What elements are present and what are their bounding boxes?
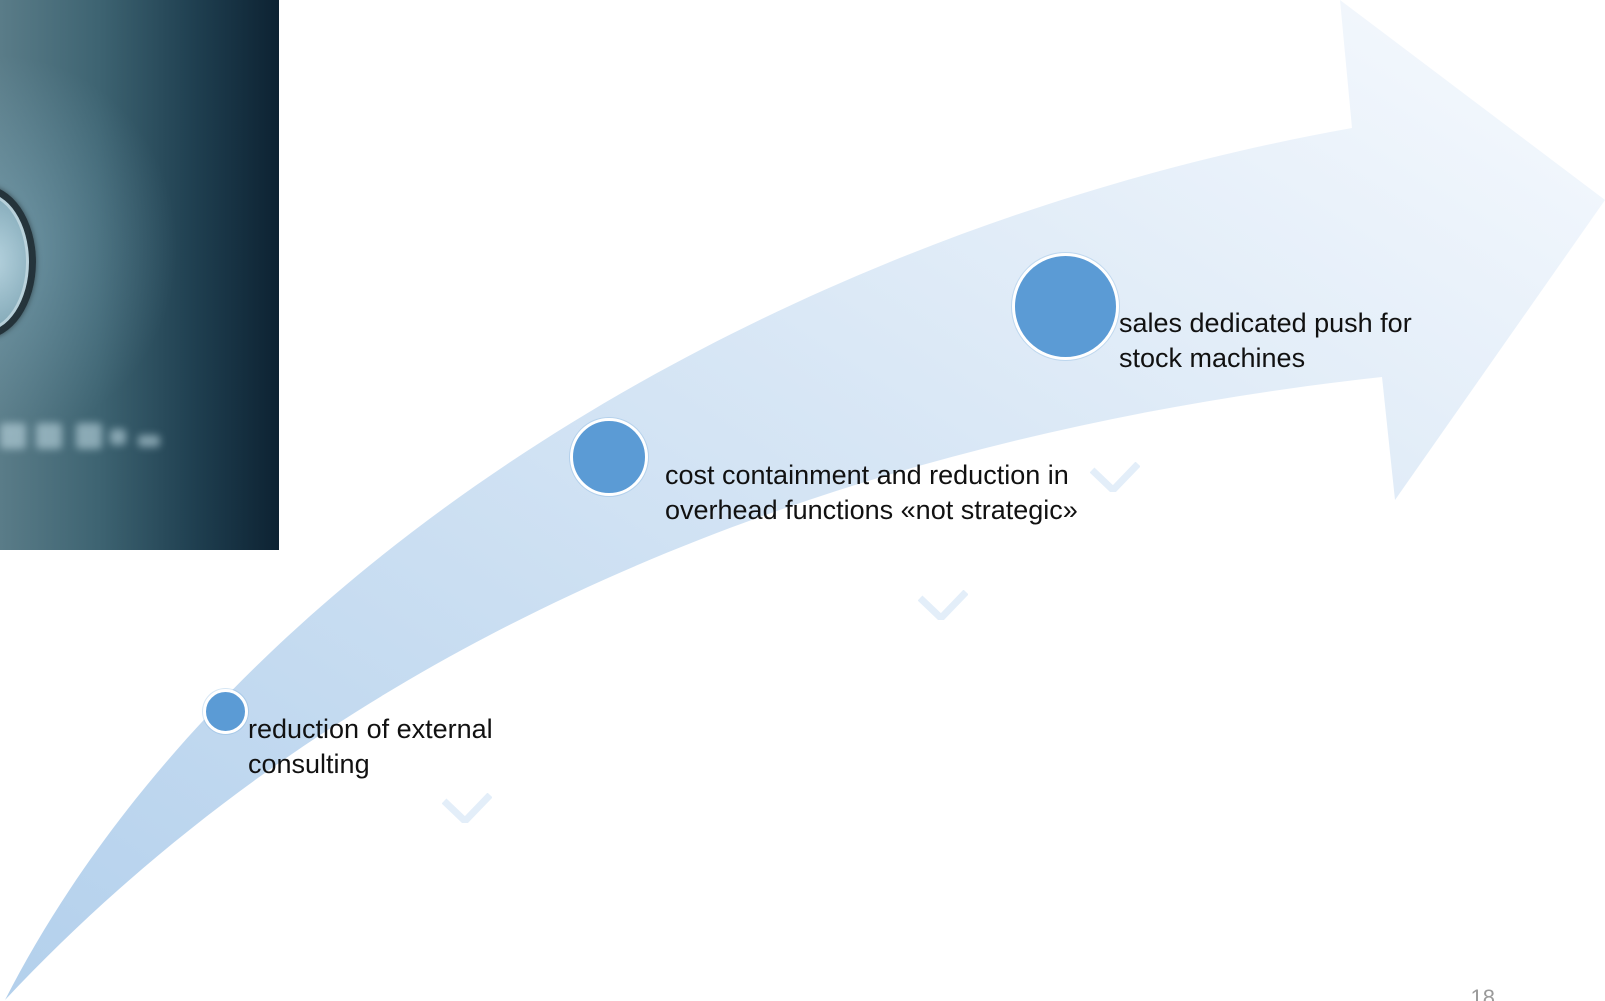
step-label-2: cost containment and reduction in overhe… [665, 460, 1078, 525]
step-node-1 [203, 689, 248, 734]
check-icon [1090, 462, 1140, 492]
check-icon [442, 793, 492, 823]
step-node-3 [1012, 253, 1119, 360]
step-label-1: reduction of external consulting [248, 714, 493, 779]
magnifier-photo [0, 0, 279, 550]
step-label-3: sales dedicated push for stock machines [1119, 308, 1412, 373]
page-number: 18 [1470, 985, 1495, 1001]
arrow-body [5, 0, 1605, 1000]
check-icon [918, 590, 968, 620]
magnifier-lens-icon [0, 185, 36, 339]
blurred-dots [0, 415, 190, 460]
step-node-2 [570, 418, 648, 496]
